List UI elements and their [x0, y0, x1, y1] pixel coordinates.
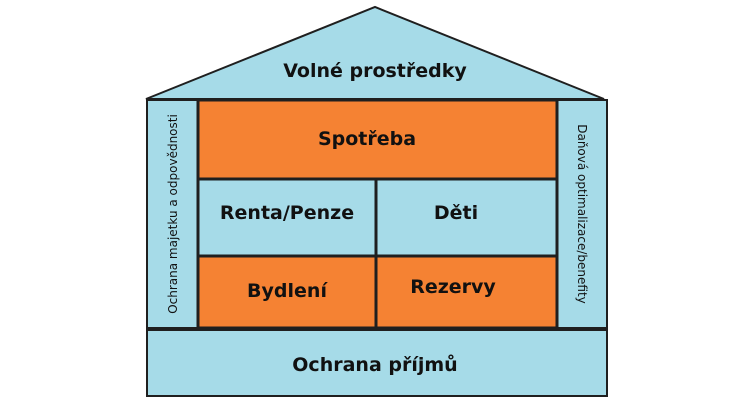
reserves-block: [374, 254, 559, 330]
foundation-label: Ochrana příjmů: [292, 353, 457, 376]
reserves-label: Rezervy: [410, 276, 496, 298]
children-label: Děti: [434, 202, 478, 224]
consumption-label: Spotřeba: [318, 128, 416, 150]
housing-block: [196, 254, 378, 330]
right-pillar: [556, 99, 608, 329]
housing-label: Bydlení: [247, 280, 328, 302]
foundation-block: [146, 329, 608, 397]
right-pillar-label: Daňová optimalizace/benefity: [575, 124, 589, 304]
roof-shape: [145, 5, 605, 100]
left-pillar-label: Ochrana majetku a odpovědnosti: [166, 114, 180, 314]
roof-label: Volné prostředky: [283, 60, 467, 82]
left-pillar: [146, 99, 199, 329]
pension-label: Renta/Penze: [220, 202, 354, 224]
